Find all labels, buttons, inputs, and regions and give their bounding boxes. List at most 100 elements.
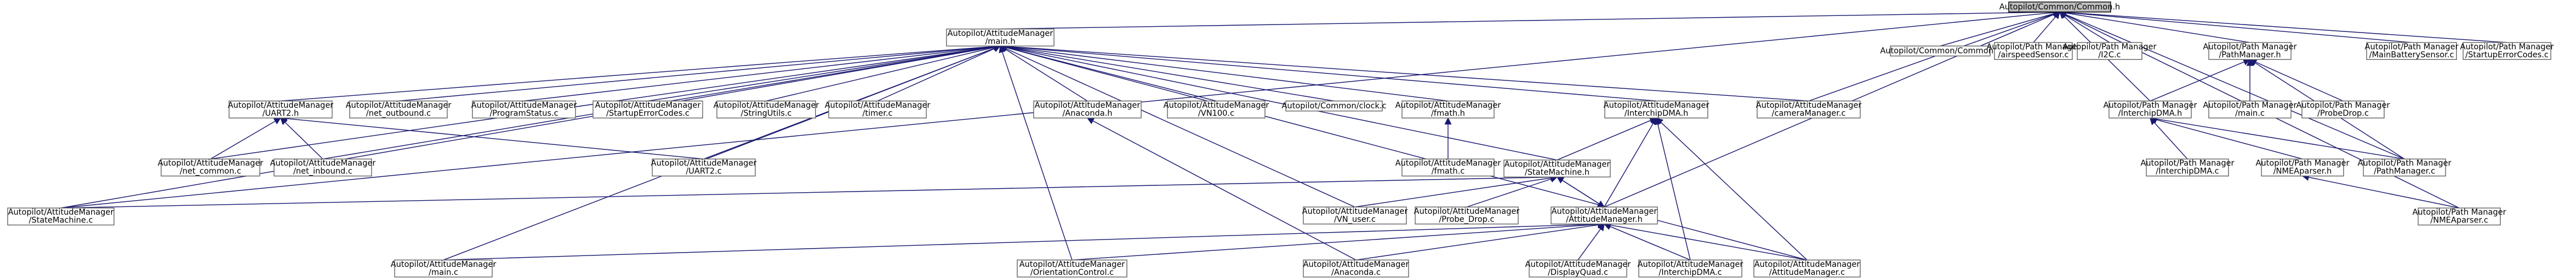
node-label: Autopilot/Path Manager [2203, 101, 2297, 110]
edge-root-to-camera [1808, 10, 2061, 102]
edge-main_h-to-ichipdma_h_am [999, 43, 1656, 102]
node-pm_main[interactable]: Autopilot/Path Manager/main.c [2203, 100, 2297, 119]
node-ichipdma_h_am[interactable]: Autopilot/AttitudeManager/InterchipDMA.h [1603, 100, 1709, 119]
node-nmeaparser_h[interactable]: Autopilot/Path Manager/NMEAparser.h [2256, 159, 2350, 177]
edge-root-to-common_c [1940, 10, 2061, 47]
node-nmeaparser_c[interactable]: Autopilot/Path Manager/NMEAparser.c [2412, 208, 2506, 226]
node-label: Autopilot/AttitudeManager [1164, 101, 1269, 110]
node-label: /StringUtils.c [741, 109, 791, 118]
edge-statemachine_h-to-probe_drop_am [1466, 175, 1558, 208]
node-uart2c[interactable]: Autopilot/AttitudeManager/UART2.c [651, 159, 757, 177]
node-label: Autopilot/Common/clock.c [1281, 102, 1386, 111]
edge-main_h-to-vn_user [999, 45, 1356, 208]
node-label: Autopilot/AttitudeManager [1756, 101, 1862, 110]
node-net_in[interactable]: Autopilot/AttitudeManager/net_inbound.c [270, 159, 376, 177]
node-label: /PathManager.h [2219, 50, 2281, 59]
node-ichipdma_c_am[interactable]: Autopilot/AttitudeManager/InterchipDMA.c [1638, 259, 1744, 278]
node-label: Autopilot/Common/Common.h [1999, 2, 2120, 11]
edge-ichipdma_h_am-to-ichipdma_c_am [1654, 117, 1691, 261]
node-label: Autopilot/Path Manager [2141, 159, 2235, 168]
node-label: /InterchipDMA.c [2156, 167, 2219, 176]
node-label: Autopilot/Path Manager [2296, 101, 2390, 110]
node-fmath_c[interactable]: Autopilot/AttitudeManager/fmath.c [1395, 159, 1501, 177]
node-statemachine_h[interactable]: Autopilot/AttitudeManager/StateMachine.h [1503, 159, 1611, 178]
node-uart2h[interactable]: Autopilot/AttitudeManager/UART2.h [228, 100, 334, 119]
node-label: Autopilot/AttitudeManager [228, 101, 334, 110]
edge-main_h-to-orient [999, 45, 1073, 261]
node-label: /InterchipDMA.h [2118, 109, 2182, 118]
node-label: Autopilot/AttitudeManager [346, 101, 452, 110]
node-anaconda_h[interactable]: Autopilot/AttitudeManager/Anaconda.h [1033, 100, 1142, 119]
node-label: /fmath.h [1431, 109, 1465, 118]
node-timer[interactable]: Autopilot/AttitudeManager/timer.c [824, 100, 930, 119]
node-common_c[interactable]: Autopilot/Common/Common.c [1880, 45, 2001, 56]
node-label: /StartupErrorCodes.c [2465, 50, 2549, 59]
node-label: Autopilot/AttitudeManager [1414, 207, 1520, 216]
node-label: Autopilot/AttitudeManager [391, 260, 497, 269]
node-label: Autopilot/AttitudeManager [1302, 207, 1408, 216]
node-ichipdma_h_pm[interactable]: Autopilot/Path Manager/InterchipDMA.h [2103, 100, 2197, 119]
node-label: Autopilot/AttitudeManager [8, 208, 114, 217]
edge-pm_h-to-probedrop_pm [2249, 59, 2344, 102]
node-label: Autopilot/Path Manager [2063, 42, 2157, 51]
node-vn100[interactable]: Autopilot/AttitudeManager/VN100.c [1164, 100, 1269, 119]
edge-main_h-to-starterr_am [647, 43, 1001, 102]
node-stringutils[interactable]: Autopilot/AttitudeManager/StringUtils.c [713, 100, 819, 119]
node-ichipdma_c_pm[interactable]: Autopilot/Path Manager/InterchipDMA.c [2141, 159, 2235, 177]
node-fmath_h[interactable]: Autopilot/AttitudeManager/fmath.h [1395, 100, 1501, 119]
edge-ichipdma_h_am-to-am_h [1603, 117, 1657, 208]
node-dispquad[interactable]: Autopilot/AttitudeManager/DisplayQuad.c [1525, 259, 1631, 278]
node-label: Autopilot/AttitudeManager [824, 101, 930, 110]
node-label: /cameraManager.c [1771, 109, 1846, 118]
node-am_main_c[interactable]: Autopilot/AttitudeManager/main.c [391, 259, 497, 278]
edge-am_h-to-dispquad [1577, 223, 1605, 261]
edge-statemachine_h-to-vn_user [1354, 174, 1558, 208]
node-camera[interactable]: Autopilot/AttitudeManager/cameraManager.… [1756, 100, 1862, 119]
node-pm_h[interactable]: Autopilot/Path Manager/PathManager.h [2203, 42, 2297, 60]
node-label: Autopilot/AttitudeManager [1525, 260, 1631, 269]
node-label: /StartupErrorCodes.c [606, 109, 689, 118]
node-label: /AttitudeManager.h [1566, 215, 1642, 224]
node-am_c[interactable]: Autopilot/AttitudeManager/AttitudeManage… [1753, 259, 1861, 278]
node-am_h[interactable]: Autopilot/AttitudeManager/AttitudeManage… [1550, 206, 1658, 225]
edge-root-to-pm_c [2059, 11, 2405, 160]
edge-main_h-to-net_out [398, 43, 1001, 102]
edge-root-to-main_h [1000, 8, 2061, 30]
node-mainbatt[interactable]: Autopilot/Path Manager/MainBatterySensor… [2365, 42, 2459, 60]
node-label: /main.c [428, 268, 458, 277]
node-anaconda_c[interactable]: Autopilot/AttitudeManager/Anaconda.c [1303, 259, 1409, 278]
node-net_out[interactable]: Autopilot/AttitudeManager/net_outbound.c [346, 100, 452, 119]
node-orient[interactable]: Autopilot/AttitudeManager/OrientationCon… [1016, 259, 1128, 278]
node-root[interactable]: Autopilot/Common/Common.h [1999, 1, 2120, 13]
node-probedrop_pm[interactable]: Autopilot/Path Manager/ProbeDrop.c [2296, 100, 2390, 119]
node-label: /Anaconda.c [1332, 268, 1381, 277]
node-net_common[interactable]: Autopilot/AttitudeManager/net_common.c [158, 159, 264, 177]
node-starterr_pm[interactable]: Autopilot/Path Manager/StartupErrorCodes… [2460, 42, 2554, 60]
node-vn_user[interactable]: Autopilot/AttitudeManager/VN_user.c [1302, 206, 1408, 225]
node-starterr_am[interactable]: Autopilot/AttitudeManager/StartupErrorCo… [593, 100, 703, 119]
edge-uart2h-to-uart2c [280, 115, 704, 160]
node-label: /VN100.c [1198, 109, 1235, 118]
node-label: Autopilot/Path Manager [2203, 42, 2297, 51]
edge-pm_h-to-ichipdma_h_pm [2150, 58, 2251, 102]
node-clock[interactable]: Autopilot/Common/clock.c [1281, 100, 1386, 112]
node-progstat[interactable]: Autopilot/AttitudeManager/ProgramStatus.… [471, 100, 577, 119]
edge-nmeaparser_h-to-nmeaparser_c [2301, 173, 2460, 209]
edge-am_h-to-am_c [1603, 221, 1807, 261]
node-main_h[interactable]: Autopilot/AttitudeManager/main.h [946, 29, 1055, 47]
node-statemachine_c[interactable]: Autopilot/AttitudeManager/StateMachine.c [7, 208, 115, 226]
node-probe_drop_am[interactable]: Autopilot/AttitudeManager/Probe_Drop.c [1414, 206, 1520, 225]
node-label: /AttitudeManager.c [1769, 268, 1845, 277]
edge-ichipdma_h_am-to-statemachine_h [1557, 117, 1658, 161]
node-label: /net_common.c [179, 167, 241, 176]
node-label: Autopilot/AttitudeManager [1754, 260, 1860, 269]
edge-main_h-to-anaconda_h [999, 45, 1088, 102]
node-layer: Autopilot/Common/Common.hAutopilot/Attit… [7, 1, 2554, 278]
node-i2c[interactable]: Autopilot/Path Manager/I2C.c [2063, 42, 2157, 60]
node-airspeed[interactable]: Autopilot/Path Manager/airspeedSensor.c [1986, 42, 2080, 60]
node-label: Autopilot/AttitudeManager [1303, 260, 1409, 269]
node-label: /NMEAparser.c [2430, 216, 2488, 225]
node-pm_c[interactable]: Autopilot/Path Manager/PathManager.c [2358, 159, 2452, 177]
node-label: Autopilot/AttitudeManager [595, 101, 701, 110]
node-label: /InterchipDMA.c [1659, 268, 1722, 277]
